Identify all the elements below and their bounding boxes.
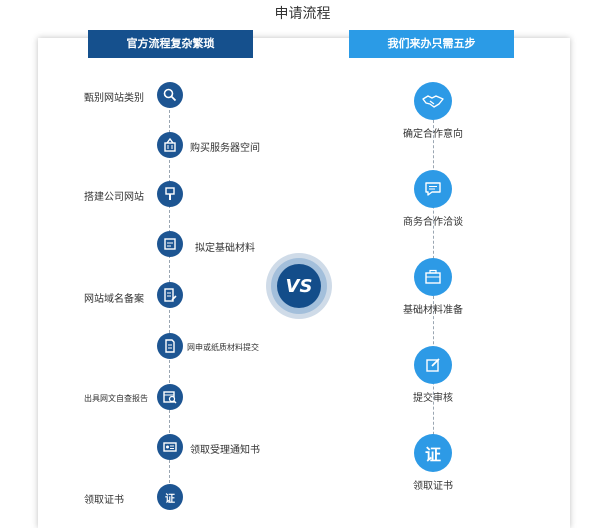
chat-bubble-icon: [414, 170, 452, 208]
right-step-label: 提交审核: [413, 393, 453, 404]
edit-document-icon: [157, 282, 183, 308]
document-icon: [157, 231, 183, 257]
left-step-label: 出具网文自查报告: [84, 394, 148, 403]
notice-card-icon: [157, 434, 183, 460]
calendar-search-icon: [157, 384, 183, 410]
brush-icon: [157, 181, 183, 207]
basket-icon: [157, 132, 183, 158]
left-step-label: 领取证书: [84, 495, 124, 506]
right-step-label: 基础材料准备: [403, 305, 463, 316]
pen-edit-icon: [414, 346, 452, 384]
vs-badge: VS: [277, 264, 321, 308]
certificate-glyph: 证: [165, 493, 175, 505]
left-step-label: 网申或纸质材料提交: [187, 343, 259, 352]
handshake-icon: [414, 82, 452, 120]
left-step-label: 搭建公司网站: [84, 192, 144, 203]
right-header: 我们来办只需五步: [349, 30, 514, 58]
right-step-label: 商务合作洽谈: [403, 217, 463, 228]
page-title: 申请流程: [274, 6, 331, 22]
search-icon: [157, 82, 183, 108]
left-step-label: 领取受理通知书: [190, 445, 260, 456]
left-step-label: 拟定基础材料: [195, 243, 255, 254]
file-icon: [157, 333, 183, 359]
briefcase-icon: [414, 258, 452, 296]
left-step-label: 购买服务器空间: [190, 143, 260, 154]
certificate-glyph: 证: [424, 445, 441, 464]
left-header: 官方流程复杂繁琐: [88, 30, 253, 58]
certificate-icon: 证: [157, 484, 183, 510]
right-step-label: 确定合作意向: [403, 129, 463, 140]
left-step-label: 甄别网站类别: [84, 93, 144, 104]
right-step-label: 领取证书: [413, 481, 453, 492]
certificate-icon: 证: [414, 434, 452, 472]
left-step-label: 网站域名备案: [84, 294, 144, 305]
